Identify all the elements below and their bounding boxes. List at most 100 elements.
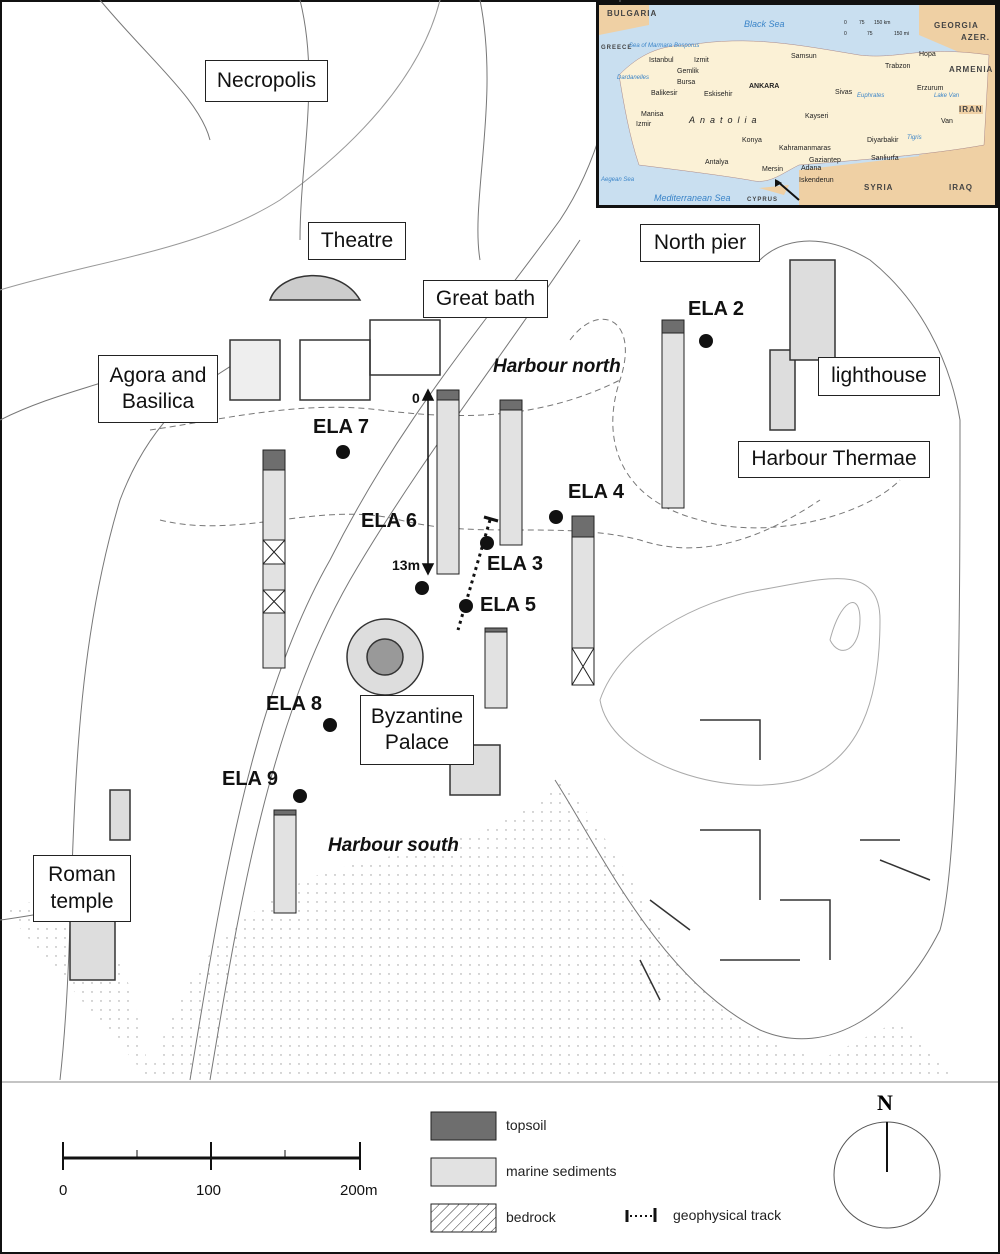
inset-sea: Lake Van bbox=[934, 93, 960, 99]
label-theatre: Theatre bbox=[308, 222, 406, 260]
inset-city: Manisa bbox=[641, 111, 664, 118]
core-point-ela3 bbox=[480, 536, 494, 550]
inset-city: Istanbul bbox=[649, 57, 674, 64]
inset-scale: 0 bbox=[844, 20, 847, 26]
inset-scale: 150 km bbox=[874, 20, 891, 26]
inset-city: Mersin bbox=[762, 166, 784, 173]
inset-city: Sivas bbox=[835, 89, 853, 96]
inset-city: Iskenderun bbox=[799, 177, 834, 184]
label-necropolis: Necropolis bbox=[205, 60, 328, 102]
inset-sea: Bosporus bbox=[674, 43, 700, 49]
legend-swatch-track bbox=[625, 1208, 657, 1222]
core-column-ela6 bbox=[436, 389, 460, 575]
inset-country: SYRIA bbox=[864, 183, 894, 192]
legend-bedrock: bedrock bbox=[506, 1209, 556, 1225]
inset-sea: Sea of Marmara bbox=[629, 43, 673, 49]
label-lighthouse: lighthouse bbox=[818, 357, 940, 396]
core-column-ela3 bbox=[499, 399, 523, 546]
inset-sea: Euphrates bbox=[857, 93, 885, 99]
inset-country: GREECE bbox=[601, 45, 633, 51]
depth-top-label: 0 bbox=[412, 390, 420, 406]
north-label: N bbox=[877, 1090, 893, 1115]
inset-country: GEORGIA bbox=[934, 21, 979, 30]
label-great-bath: Great bath bbox=[423, 280, 548, 318]
core-point-ela7 bbox=[336, 445, 350, 459]
inset-city: Antalya bbox=[705, 159, 729, 166]
label-roman-temple: Roman temple bbox=[33, 855, 131, 922]
inset-city: Izmit bbox=[694, 57, 709, 64]
inset-country: CYPRUS bbox=[747, 197, 779, 203]
legend-swatch-marine bbox=[430, 1157, 497, 1187]
inset-region: Anatolia bbox=[689, 115, 762, 125]
inset-city: Diyarbakir bbox=[867, 137, 899, 144]
inset-scale: 150 mi bbox=[894, 31, 910, 37]
label-ela8: ELA 8 bbox=[266, 693, 322, 715]
legend-marine: marine sediments bbox=[506, 1163, 617, 1179]
label-ela7: ELA 7 bbox=[313, 416, 369, 438]
inset-sea: Dardanelles bbox=[617, 75, 650, 81]
inset-scale: 0 bbox=[844, 31, 847, 37]
label-ela3: ELA 3 bbox=[487, 553, 543, 575]
label-byzantine-palace: Byzantine Palace bbox=[360, 695, 474, 765]
inset-city: Konya bbox=[742, 137, 762, 144]
scale-label-0: 0 bbox=[59, 1182, 68, 1199]
inset-scale: 75 bbox=[867, 31, 873, 37]
core-column-ela9 bbox=[273, 809, 297, 914]
label-ela2: ELA 2 bbox=[688, 298, 744, 320]
label-ela6: ELA 6 bbox=[361, 510, 417, 532]
inset-city: Bursa bbox=[677, 79, 696, 86]
core-column-ela5 bbox=[484, 627, 508, 709]
scale-label-100: 100 bbox=[196, 1182, 222, 1199]
inset-city: Gemlik bbox=[677, 68, 699, 75]
label-agora-basilica: Agora and Basilica bbox=[98, 355, 218, 423]
location-arrow-icon bbox=[775, 179, 800, 201]
core-point-ela4 bbox=[549, 510, 563, 524]
core-column-ela4 bbox=[571, 515, 595, 686]
core-column-ela2 bbox=[661, 319, 685, 509]
core-point-ela6 bbox=[415, 581, 429, 595]
depth-scale-arrow bbox=[421, 388, 435, 576]
label-harbour-thermae: Harbour Thermae bbox=[738, 441, 930, 478]
inset-city: Eskisehir bbox=[704, 91, 733, 98]
inset-country: IRAQ bbox=[949, 183, 973, 192]
inset-sea: Tigris bbox=[907, 135, 922, 141]
inset-map-turkey: BULGARIA GEORGIA AZER. ARMENIA SYRIA IRA… bbox=[596, 2, 998, 208]
core-point-ela2 bbox=[699, 334, 713, 348]
inset-land bbox=[599, 5, 995, 205]
inset-capital: ANKARA bbox=[749, 83, 780, 90]
legend-topsoil: topsoil bbox=[506, 1117, 547, 1133]
inset-city: Van bbox=[941, 118, 953, 125]
inset-country: BULGARIA bbox=[607, 9, 658, 18]
scale-label-200: 200m bbox=[340, 1182, 378, 1199]
label-north-pier: North pier bbox=[640, 224, 760, 262]
inset-city: Sanliurfa bbox=[871, 155, 899, 162]
inset-city: Kahramanmaras bbox=[779, 145, 831, 152]
inset-sea: Mediterranean Sea bbox=[654, 193, 731, 203]
inset-scale: 75 bbox=[859, 20, 865, 26]
legend-swatch-topsoil bbox=[430, 1111, 497, 1141]
label-ela5: ELA 5 bbox=[480, 594, 536, 616]
inset-country: ARMENIA bbox=[949, 65, 994, 74]
inset-city: Balikesir bbox=[651, 90, 678, 97]
inset-country: AZER. bbox=[961, 33, 990, 42]
geophysical-track bbox=[456, 515, 499, 631]
core-point-ela8 bbox=[323, 718, 337, 732]
inset-city: Izmir bbox=[636, 121, 652, 128]
inset-city: Adana bbox=[801, 165, 822, 172]
core-point-ela9 bbox=[293, 789, 307, 803]
inset-sea: Aegean Sea bbox=[601, 177, 635, 183]
scale-bar bbox=[62, 1142, 361, 1170]
inset-country: IRAN bbox=[959, 105, 983, 114]
label-ela4: ELA 4 bbox=[568, 481, 624, 503]
inset-city: Gaziantep bbox=[809, 157, 841, 164]
inset-city: Hopa bbox=[919, 51, 936, 58]
sea-area bbox=[150, 780, 960, 1080]
core-point-ela5 bbox=[459, 599, 473, 613]
inset-sea: Black Sea bbox=[744, 19, 785, 29]
legend-track: geophysical track bbox=[673, 1207, 782, 1223]
label-ela9: ELA 9 bbox=[222, 768, 278, 790]
core-column-ela7 bbox=[262, 449, 286, 669]
label-harbour-south: Harbour south bbox=[328, 835, 459, 856]
